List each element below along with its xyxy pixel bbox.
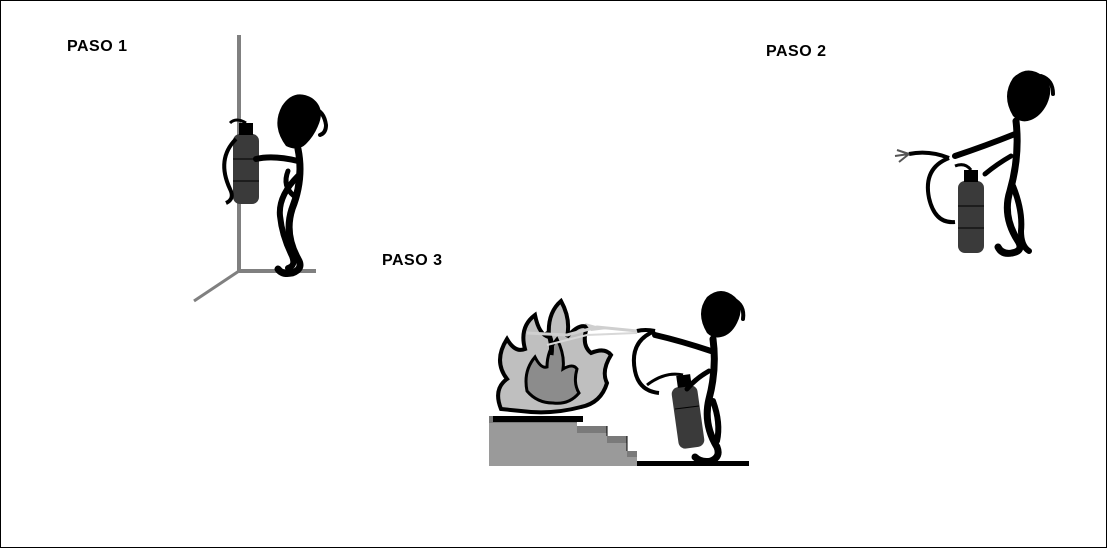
step-1-label: PASO 1 <box>67 38 128 56</box>
fire-icon <box>498 301 611 412</box>
person-figure <box>256 94 326 273</box>
step-1-illustration <box>186 31 346 311</box>
step-3-label: PASO 3 <box>382 252 443 270</box>
step-2-illustration <box>891 66 1061 266</box>
extinguisher-icon <box>224 120 259 204</box>
step-3-illustration <box>487 271 757 471</box>
extinguisher-icon <box>895 150 984 253</box>
step-2-label: PASO 2 <box>766 43 827 61</box>
